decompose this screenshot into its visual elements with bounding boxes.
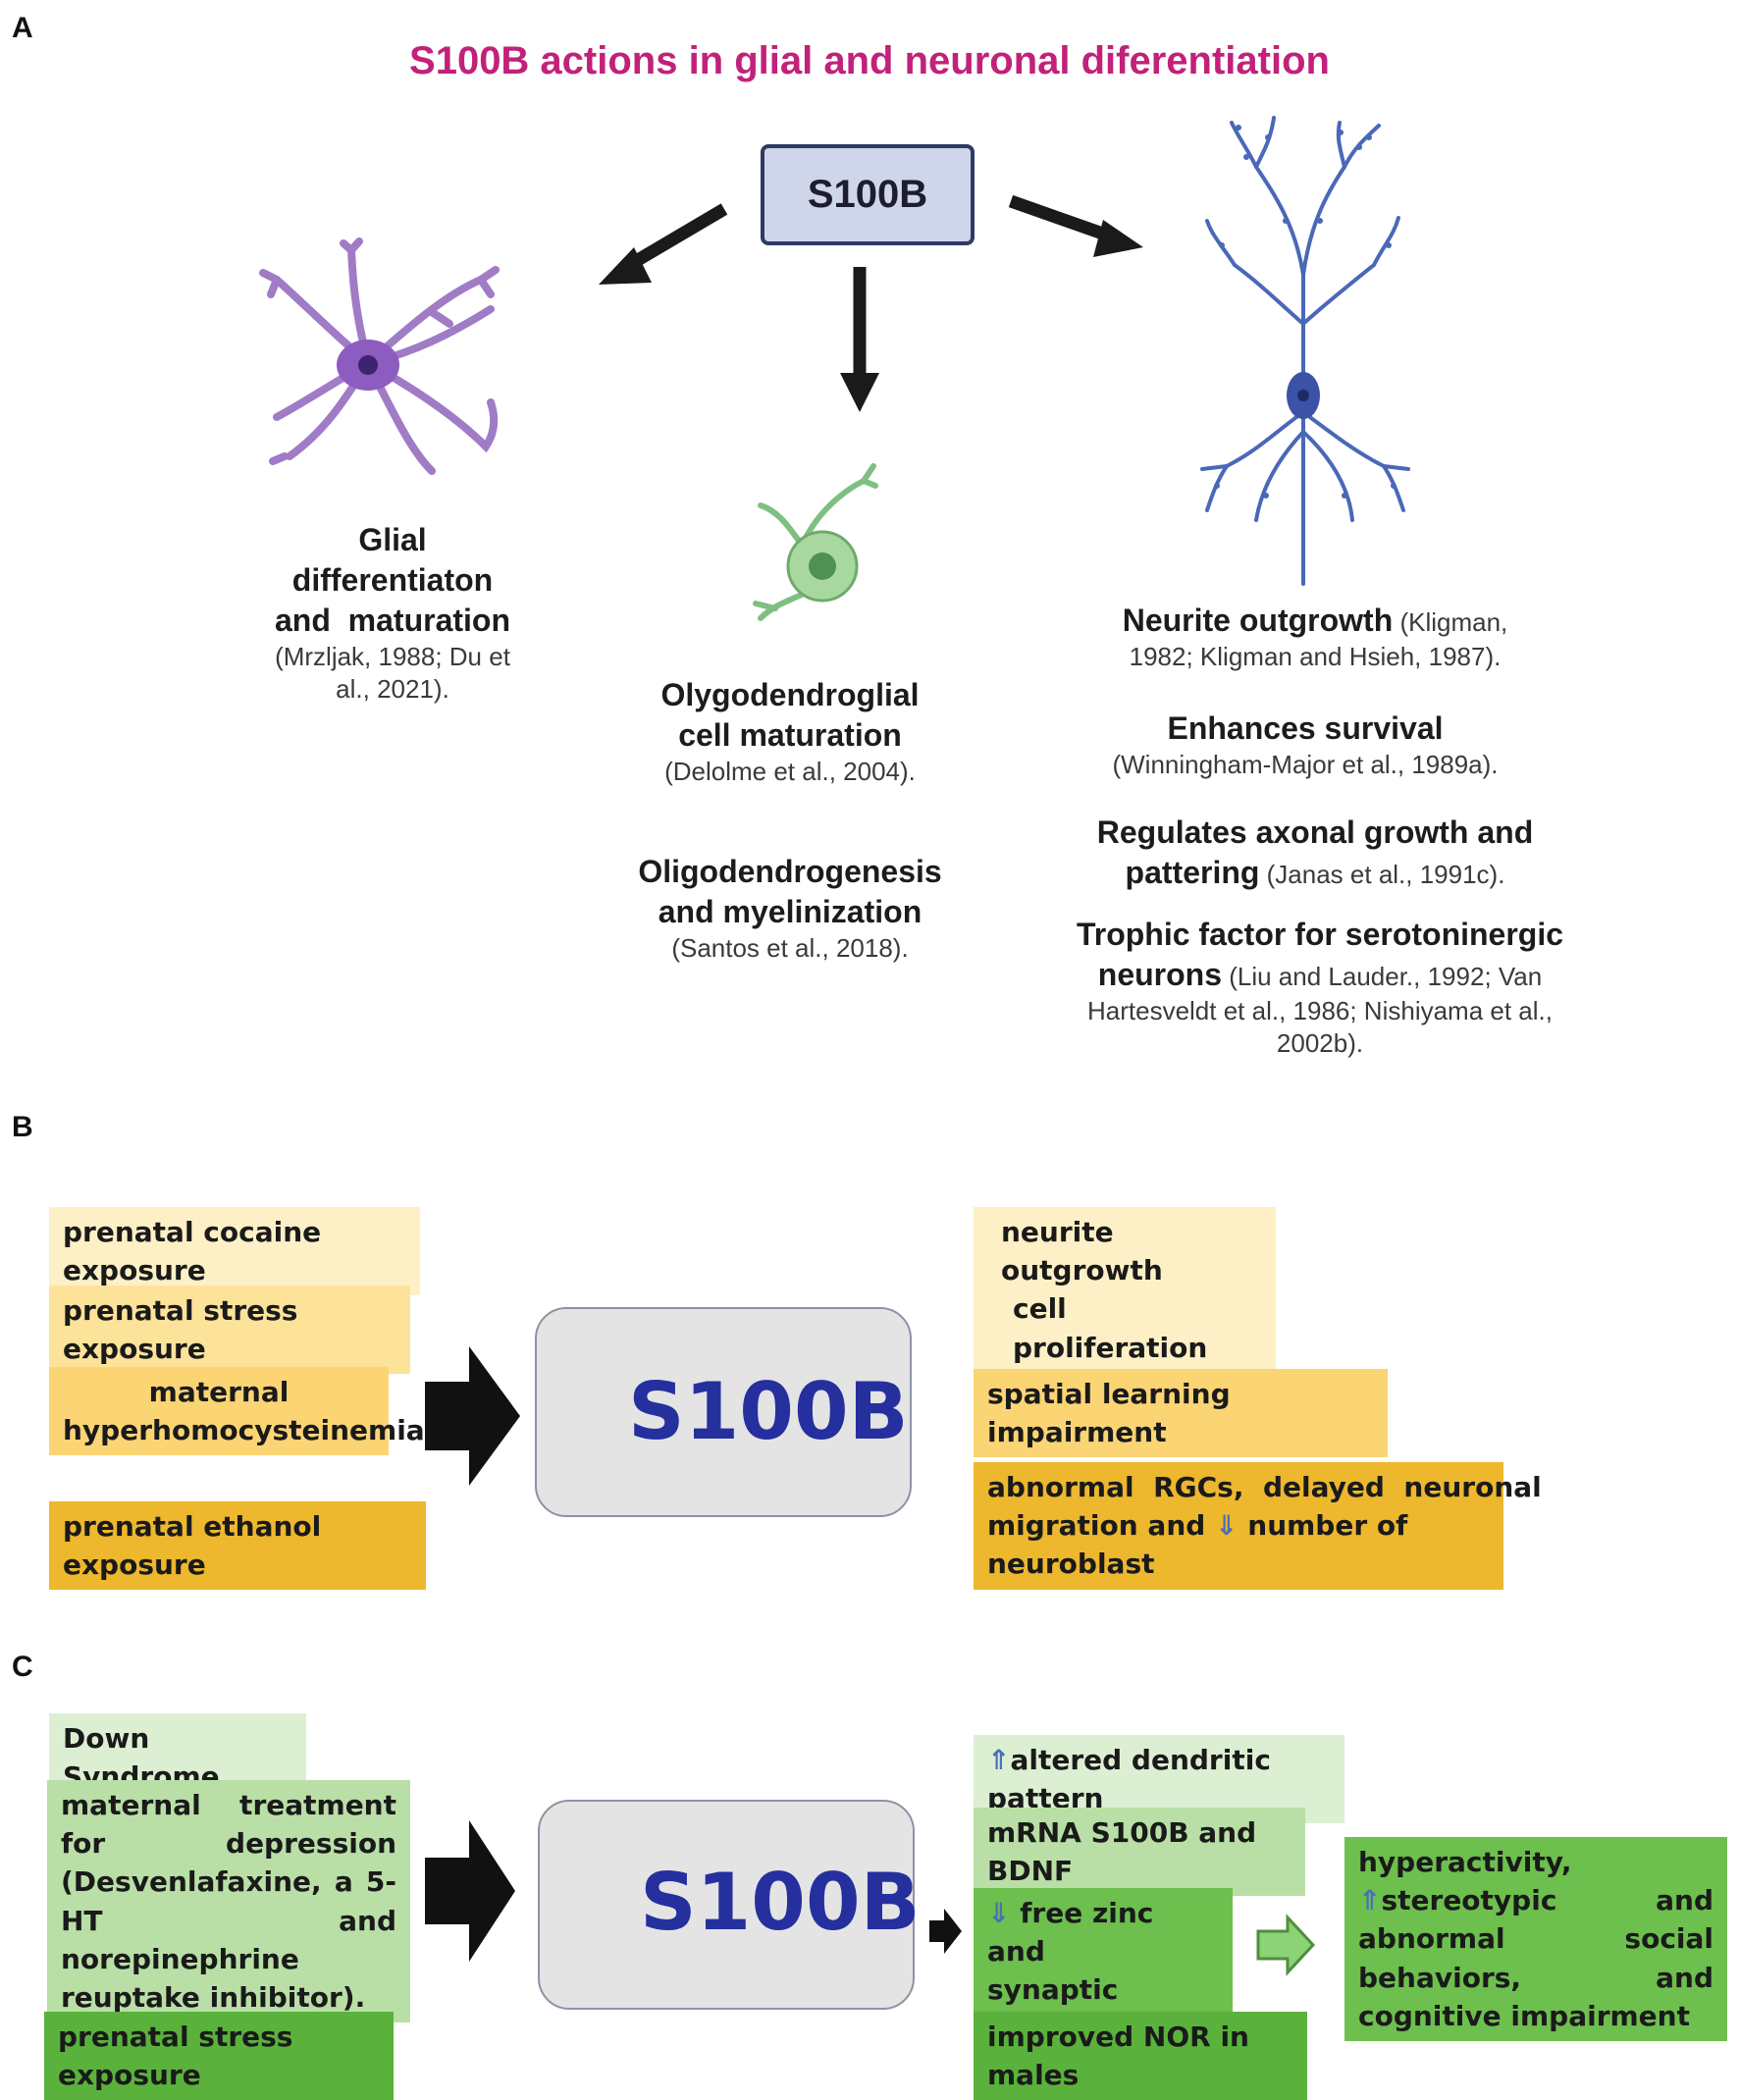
panel-b-label: B [12,1111,33,1143]
output-hyperactivity-a: hyperactivity, [1358,1846,1572,1878]
glial-heading-3: and maturation [274,602,510,638]
neurite-ref-1: (Kligman, [1393,607,1508,637]
trophic-heading-2: neurons [1097,956,1222,992]
axonal-block: Regulates axonal growth and pattering (J… [1040,813,1590,893]
input-prenatal-stress: prenatal stress exposure [49,1286,410,1375]
panel-c-label: C [12,1651,33,1683]
input-maternal-treatment: maternal treatment for depression (Desve… [47,1780,410,2023]
input-prenatal-cocaine: prenatal cocaine exposure [49,1207,420,1296]
panel-a-title: S100B actions in glial and neuronal dife… [409,39,1330,82]
neuron-nucleus-icon [1297,390,1309,401]
output-neurite-cell: neurite outgrowth cell proliferation [974,1207,1276,1373]
panel-c-s100b-box [538,1800,915,2010]
olig-maturation-heading-1: Olygodendroglial [660,677,920,712]
arrow-to-oligodendrocyte [840,267,879,412]
output-rgcs-migration: migration and [987,1509,1206,1543]
axonal-heading-1: Regulates axonal growth and [1096,814,1534,850]
output-proliferation-line: cell proliferation [1013,1292,1208,1364]
olig-genesis-heading-1: Oligodendrogenesis [638,854,942,889]
down-arrow-small-icon: ⇓ [1215,1509,1238,1543]
output-neurite-line: neurite outgrowth [1001,1216,1163,1287]
up-arrow-small-icon: ⇑ [987,1744,1011,1776]
oligodendrocyte-nucleus-icon [809,552,836,580]
neuron-spines-icon [1214,125,1396,499]
s100b-center-label: S100B [807,173,928,216]
axonal-ref: (Janas et al., 1991c). [1259,859,1505,889]
glial-heading-2: differentiaton [291,561,494,598]
panel-b-input-arrow [425,1346,520,1486]
neuron-cell-icon [1200,116,1410,586]
survival-ref: (Winningham-Major et al., 1989a). [1112,749,1499,779]
olig-maturation-ref: (Delolme et al., 2004). [664,756,916,786]
trophic-ref-2: Hartesveldt et al., 1986; Nishiyama et a… [1086,995,1553,1025]
input-prenatal-ethanol: prenatal ethanol exposure [49,1501,426,1591]
trophic-ref-3: 2002b). [1276,1028,1364,1059]
output-rgcs-line-1: abnormal RGCs, delayed neuronal [987,1471,1542,1503]
panel-b-s100b-label: S100B [628,1366,909,1457]
output-dendritic-label: altered dendritic pattern [987,1744,1271,1815]
down-arrow-zinc-icon: ⇓ [987,1897,1011,1929]
panel-b-s100b-box [535,1307,912,1517]
trophic-ref-1: (Liu and Lauder., 1992; Van [1222,961,1543,991]
glial-heading-1: Glial [358,522,427,557]
output-rgcs-neuroblast: number of neuroblast [987,1509,1408,1581]
arrow-to-neuron [1008,194,1143,257]
neurite-ref-2: 1982; Kligman and Hsieh, 1987). [1129,641,1502,671]
olig-genesis-ref: (Santos et al., 2018). [671,932,909,963]
survival-heading: Enhances survival [1167,710,1444,746]
panel-c-input-arrow [425,1820,515,1962]
glial-ref-1: (Mrzljak, 1988; Du et [275,641,510,671]
output-abnormal-rgcs: abnormal RGCs, delayed neuronal migratio… [974,1462,1542,1590]
output-spatial-learning: spatial learning impairment [974,1369,1388,1458]
output-hyperactivity-b: stereotypic and abnormal social behavior… [1358,1884,1713,2032]
output-rgcs-line-2: migration and ⇓ number of neuroblast [987,1506,1490,1583]
trophic-heading-1: Trophic factor for serotoninergic [1076,917,1564,952]
output-hyperactivity: hyperactivity, ⇑stereotypic and abnormal… [1344,1837,1727,2041]
arrow-to-glial [599,203,728,285]
survival-block: Enhances survival (Winningham-Major et a… [1040,709,1570,781]
olig-maturation-heading-2: cell maturation [678,716,902,753]
trophic-block: Trophic factor for serotoninergic neuron… [1040,915,1600,1060]
input-prenatal-stress-c: prenatal stress exposure [44,2012,394,2100]
astrocyte-nucleus-icon [358,355,378,375]
output-zinc-line-1: free zinc and [987,1897,1154,1969]
panel-c-s100b-label: S100B [640,1857,921,1948]
olig-maturation-block: Olygodendroglial cell maturation (Delolm… [608,675,972,788]
up-arrow-stereo-icon: ⇑ [1358,1884,1382,1917]
olig-genesis-heading-2: and myelinization [658,893,922,929]
neurite-block: Neurite outgrowth (Kligman, 1982; Kligma… [1040,601,1590,673]
neurite-heading: Neurite outgrowth [1122,603,1394,638]
olig-genesis-block: Oligodendrogenesis and myelinization (Sa… [608,852,972,965]
glial-text-block: Glial differentiaton and maturation (Mrz… [236,520,550,706]
output-improved-nor: improved NOR in males [974,2012,1307,2100]
axonal-heading-2: pattering [1125,854,1260,890]
s100b-center-box: S100B [761,144,975,245]
panel-a-label: A [12,12,33,44]
output-mrna: mRNA S100B and BDNF [974,1808,1305,1897]
glial-ref-2: al., 2021). [336,674,449,705]
panel-c-green-arrow [1256,1914,1316,1976]
input-maternal-hyperhomocysteinemia: maternal hyperhomocysteinemia [49,1367,425,1456]
panel-c-small-arrow [929,1909,962,1954]
